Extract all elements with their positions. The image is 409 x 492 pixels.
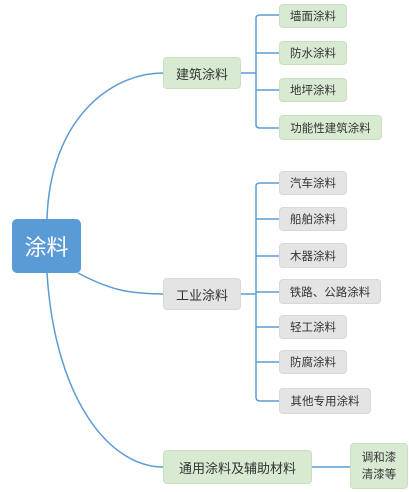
leaf-node[interactable]: 防水涂料: [279, 41, 347, 65]
connector-gongye-children: [241, 182, 279, 402]
leaf-node[interactable]: 功能性建筑涂料: [279, 115, 382, 140]
leaf-line: 清漆等: [361, 467, 397, 481]
leaf-node-multiline[interactable]: 调和漆 清漆等: [350, 443, 408, 489]
leaf-node[interactable]: 地坪涂料: [279, 78, 347, 102]
connector-jianzhu-children: [241, 14, 279, 129]
leaf-node[interactable]: 轻工涂料: [279, 315, 347, 339]
leaf-node[interactable]: 木器涂料: [279, 243, 347, 268]
root-node[interactable]: 涂料: [12, 219, 81, 273]
leaf-node[interactable]: 防腐涂料: [279, 350, 347, 374]
connector-root-gongye: [77, 272, 164, 295]
connector-root-tongyong: [46, 272, 164, 468]
leaf-node[interactable]: 墙面涂料: [279, 4, 347, 28]
branch-node-jianzhu[interactable]: 建筑涂料: [163, 57, 241, 89]
branch-node-gongye[interactable]: 工业涂料: [163, 278, 241, 310]
leaf-node[interactable]: 铁路、公路涂料: [279, 279, 381, 304]
leaf-line: 调和漆: [361, 450, 397, 464]
leaf-node[interactable]: 其他专用涂料: [279, 388, 371, 414]
leaf-node[interactable]: 汽车涂料: [279, 171, 347, 195]
branch-node-tongyong[interactable]: 通用涂料及辅助材料: [163, 450, 312, 484]
leaf-node[interactable]: 船舶涂料: [279, 207, 347, 231]
connector-root-jianzhu: [46, 72, 164, 220]
